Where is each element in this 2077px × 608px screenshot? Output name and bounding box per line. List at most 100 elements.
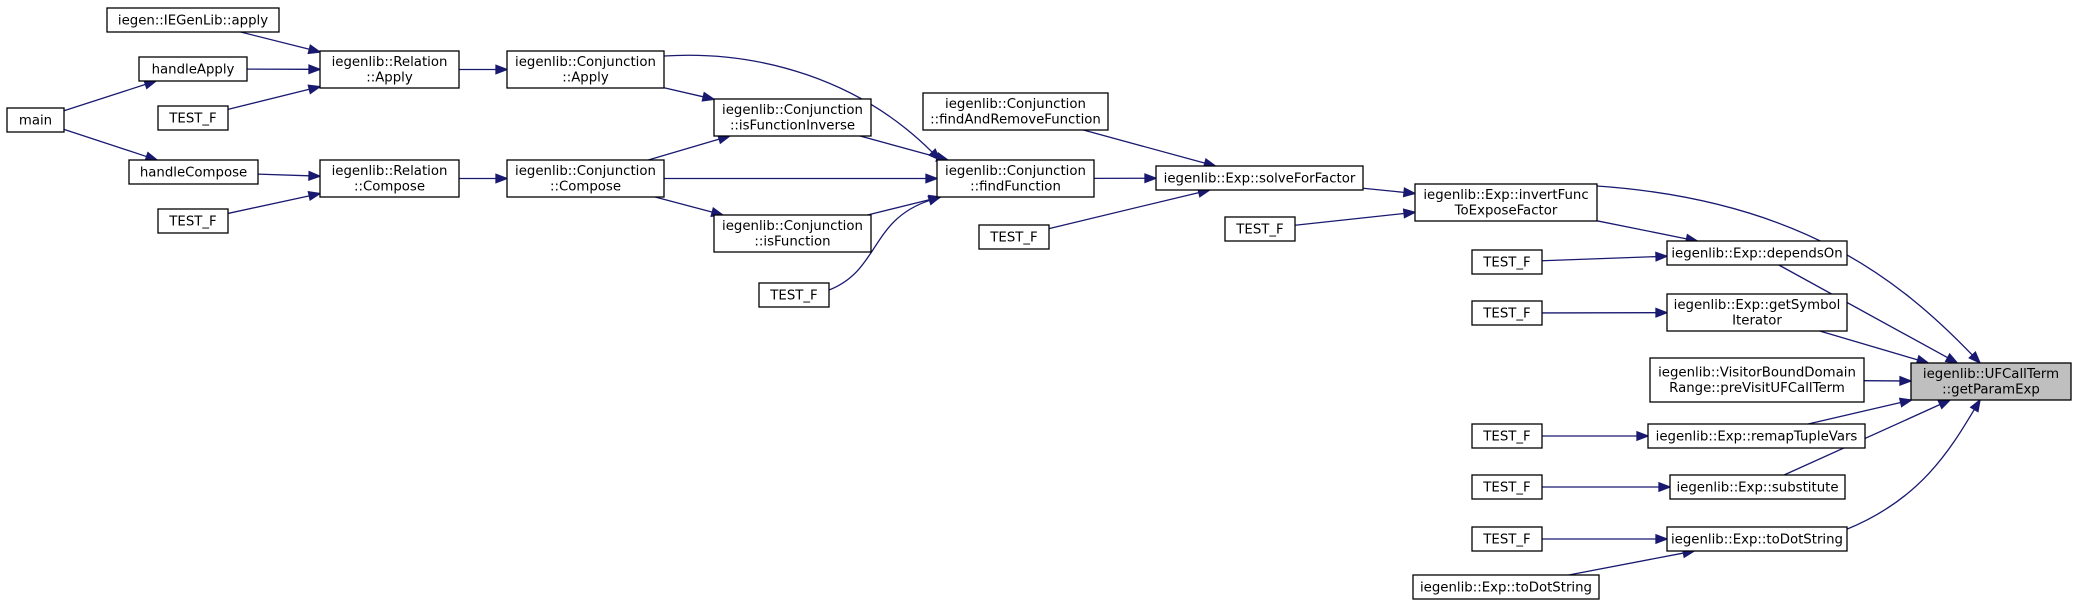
node-box: [1649, 357, 1865, 403]
node-box: [6, 107, 65, 133]
node-box: [157, 208, 229, 234]
node-box: [1647, 423, 1866, 449]
node-label-line: ::Apply: [562, 71, 609, 86]
node-label-line: iegenlib::Conjunction: [515, 55, 656, 70]
edge-main-to-handlecompose: [63, 128, 159, 162]
node-box: [1666, 240, 1848, 266]
edge-exp-ifef-to-exp-dependson: [1596, 220, 1700, 244]
node-label-line: Range::preVisitUFCallTerm: [1669, 381, 1845, 396]
node-exp-sff[interactable]: iegenlib::Exp::solveForFactor: [1155, 165, 1364, 191]
edge-conj-compose-to-conj-isf: [654, 196, 725, 217]
node-conj-isfi[interactable]: iegenlib::Conjunction::isFunctionInverse: [713, 98, 872, 137]
node-box: [978, 224, 1050, 250]
node-testf-e[interactable]: TEST_F: [1224, 216, 1296, 242]
node-label-line: Iterator: [1732, 314, 1782, 329]
edge-testf-c-to-conj-ff: [828, 195, 942, 291]
node-testf-j[interactable]: TEST_F: [1471, 526, 1543, 552]
node-label-line: iegenlib::Conjunction: [945, 164, 1086, 179]
node-handlecompose[interactable]: handleCompose: [128, 159, 259, 185]
edge-vbdr-to-root: [1863, 375, 1913, 387]
edge-exp-tds-to-root: [1844, 398, 1981, 531]
node-label-line: main: [19, 113, 52, 128]
node-root[interactable]: iegenlib::UFCallTerm::getParamExp: [1910, 362, 2072, 401]
edge-exp-dependson-to-root: [1778, 264, 1959, 364]
edge-iegen-apply-to-rel-apply: [240, 31, 322, 55]
edge-testf-a-to-rel-apply: [227, 84, 322, 110]
node-box: [1471, 423, 1543, 449]
edge-testf-b-to-rel-compose: [227, 190, 322, 215]
node-label-line: handleApply: [152, 62, 235, 77]
node-box: [506, 159, 665, 198]
node-label-line: ToExposeFactor: [1454, 204, 1558, 219]
node-box: [1666, 526, 1848, 552]
node-box: [128, 159, 259, 185]
node-label-line: ::Compose: [550, 180, 621, 195]
node-testf-c[interactable]: TEST_F: [758, 282, 830, 308]
node-label-line: iegenlib::UFCallTerm: [1923, 367, 2059, 382]
edge-exp-gsi-to-root: [1819, 330, 1931, 365]
node-conj-isf[interactable]: iegenlib::Conjunction::isFunction: [713, 214, 872, 253]
edge-main-to-handleapply: [63, 79, 158, 112]
node-box: [922, 92, 1109, 131]
node-exp-rtv[interactable]: iegenlib::Exp::remapTupleVars: [1647, 423, 1866, 449]
node-box: [1414, 183, 1598, 222]
node-label-line: iegenlib::Conjunction: [945, 97, 1086, 112]
node-label-line: ::getParamExp: [1942, 383, 2040, 398]
edge-testf-j-to-exp-tds: [1542, 533, 1669, 545]
node-testf-d[interactable]: TEST_F: [978, 224, 1050, 250]
node-box: [138, 56, 248, 82]
node-testf-i[interactable]: TEST_F: [1471, 474, 1543, 500]
node-label-line: handleCompose: [140, 165, 247, 180]
node-conj-apply[interactable]: iegenlib::Conjunction::Apply: [506, 50, 665, 89]
node-testf-b[interactable]: TEST_F: [157, 208, 229, 234]
node-testf-g[interactable]: TEST_F: [1471, 300, 1543, 326]
node-conj-ff[interactable]: iegenlib::Conjunction::findFunction: [936, 159, 1095, 198]
node-box: [936, 159, 1095, 198]
node-label-line: iegenlib::Exp::dependsOn: [1671, 246, 1842, 261]
node-conj-compose[interactable]: iegenlib::Conjunction::Compose: [506, 159, 665, 198]
edge-testf-i-to-exp-subst: [1542, 481, 1672, 493]
node-box: [1471, 526, 1543, 552]
edge-conj-ff-to-exp-sff: [1093, 173, 1158, 184]
node-exp-tds[interactable]: iegenlib::Exp::toDotString: [1666, 526, 1848, 552]
node-box: [157, 105, 229, 131]
node-testf-f[interactable]: TEST_F: [1471, 249, 1543, 275]
node-label-line: iegenlib::Exp::toDotString: [1671, 532, 1843, 547]
node-box: [1910, 362, 2072, 401]
node-box: [1224, 216, 1296, 242]
node-label-line: iegen::IEGenLib::apply: [118, 13, 268, 28]
node-box: [713, 214, 872, 253]
node-box: [1471, 300, 1543, 326]
node-rel-compose[interactable]: iegenlib::Relation::Compose: [319, 159, 460, 198]
node-label-line: TEST_F: [1482, 429, 1530, 444]
node-label-line: TEST_F: [989, 230, 1037, 245]
node-exp-subst[interactable]: iegenlib::Exp::substitute: [1669, 474, 1846, 500]
node-box: [319, 50, 460, 89]
node-main[interactable]: main: [6, 107, 65, 133]
node-label-line: TEST_F: [1482, 532, 1530, 547]
node-exp-dependson[interactable]: iegenlib::Exp::dependsOn: [1666, 240, 1848, 266]
node-vbdr[interactable]: iegenlib::VisitorBoundDomainRange::preVi…: [1649, 357, 1865, 403]
node-testf-a[interactable]: TEST_F: [157, 105, 229, 131]
node-iegen-apply[interactable]: iegen::IEGenLib::apply: [106, 7, 280, 33]
edge-exp-tds2-to-exp-tds: [1568, 548, 1697, 576]
node-exp-tds2[interactable]: iegenlib::Exp::toDotString: [1412, 574, 1600, 600]
node-testf-h[interactable]: TEST_F: [1471, 423, 1543, 449]
edge-conj-apply-to-conj-isfi: [663, 87, 716, 102]
node-conj-farf[interactable]: iegenlib::Conjunction::findAndRemoveFunc…: [922, 92, 1109, 131]
node-label-line: TEST_F: [1482, 306, 1530, 321]
node-box: [758, 282, 830, 308]
edge-exp-ifef-to-root: [1596, 185, 1982, 365]
node-label-line: TEST_F: [1482, 255, 1530, 270]
node-handleapply[interactable]: handleApply: [138, 56, 248, 82]
node-label-line: ::Compose: [354, 180, 425, 195]
node-label-line: TEST_F: [769, 288, 817, 303]
node-box: [713, 98, 872, 137]
edge-exp-rtv-to-root: [1807, 397, 1914, 425]
node-box: [506, 50, 665, 89]
node-box: [1666, 293, 1848, 332]
edge-handlecompose-to-rel-compose: [257, 170, 322, 181]
node-rel-apply[interactable]: iegenlib::Relation::Apply: [319, 50, 460, 89]
